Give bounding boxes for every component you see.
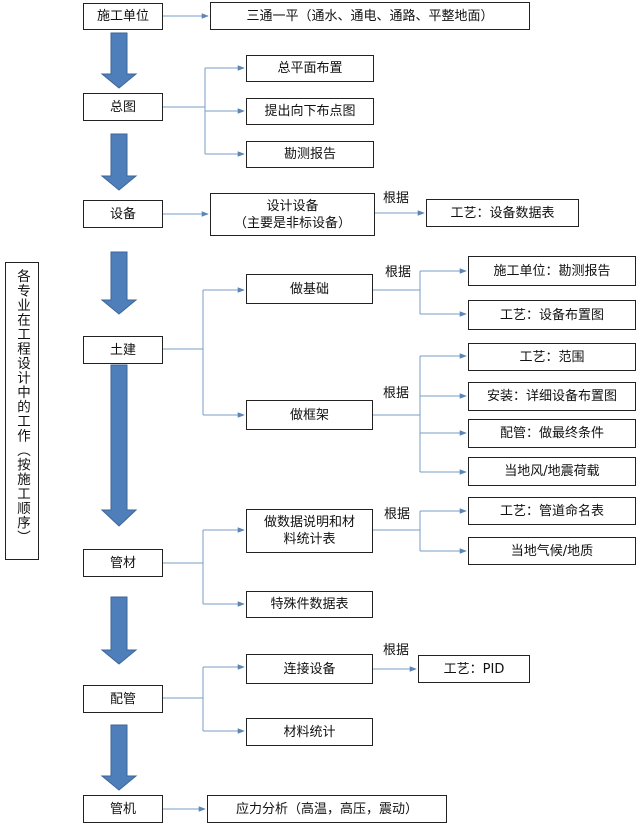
box-constructor-survey: 施工单位：勘测报告 (468, 256, 636, 286)
box-data-material-stats: 做数据说明和材 料统计表 (246, 509, 373, 553)
box-frame: 做框架 (246, 400, 373, 430)
box-connect-equipment: 连接设备 (246, 654, 373, 684)
basis-label: 根据 (385, 265, 412, 280)
box-material-stats: 材料统计 (246, 718, 373, 746)
box-stress-analysis: 应力分析（高温，高压，震动） (207, 795, 447, 823)
basis-label: 根据 (383, 643, 410, 658)
flow-arrow (100, 596, 138, 665)
box-install-detail-layout: 安装：详细设备布置图 (468, 382, 636, 411)
step-equipment: 设备 (83, 200, 163, 228)
flow-arrow (100, 724, 138, 791)
basis-label: 根据 (383, 386, 410, 401)
step-general-plan: 总图 (83, 93, 163, 121)
box-process-pid: 工艺：PID (418, 655, 530, 683)
flow-arrow (100, 133, 138, 191)
step-piping: 配管 (83, 685, 163, 713)
box-three-links: 三通一平（通水、通电、通路、平整地面） (210, 2, 530, 30)
box-process-pipe-naming: 工艺：管道命名表 (468, 497, 636, 525)
step-construction-unit: 施工单位 (83, 3, 163, 30)
box-special-parts-table: 特殊件数据表 (246, 591, 373, 618)
step-pipe-mechanics: 管机 (83, 795, 163, 823)
box-design-equipment: 设计设备 （主要是非标设备） (210, 193, 375, 236)
flow-arrow (100, 251, 138, 315)
step-pipe-material: 管材 (83, 549, 163, 577)
box-survey-report: 勘测报告 (246, 141, 374, 168)
box-piping-final-conditions: 配管：做最终条件 (468, 419, 636, 448)
box-wind-seismic-load: 当地风/地震荷载 (468, 457, 636, 486)
side-vertical-label: 各专业在工程设计中的工作（按施工顺序） (5, 262, 39, 560)
flow-arrow (100, 32, 138, 89)
basis-label: 根据 (384, 507, 411, 522)
box-process-equipment-layout: 工艺：设备布置图 (468, 300, 636, 330)
box-process-equipment-table: 工艺：设备数据表 (426, 199, 579, 227)
box-climate-geology: 当地气候/地质 (468, 537, 636, 565)
box-foundation: 做基础 (246, 274, 373, 304)
basis-label: 根据 (383, 191, 410, 206)
box-process-scope: 工艺：范围 (468, 343, 636, 371)
step-civil: 土建 (83, 336, 163, 364)
box-layout-points: 提出向下布点图 (246, 98, 374, 125)
box-site-plan: 总平面布置 (246, 55, 374, 82)
flow-arrow (100, 364, 138, 527)
